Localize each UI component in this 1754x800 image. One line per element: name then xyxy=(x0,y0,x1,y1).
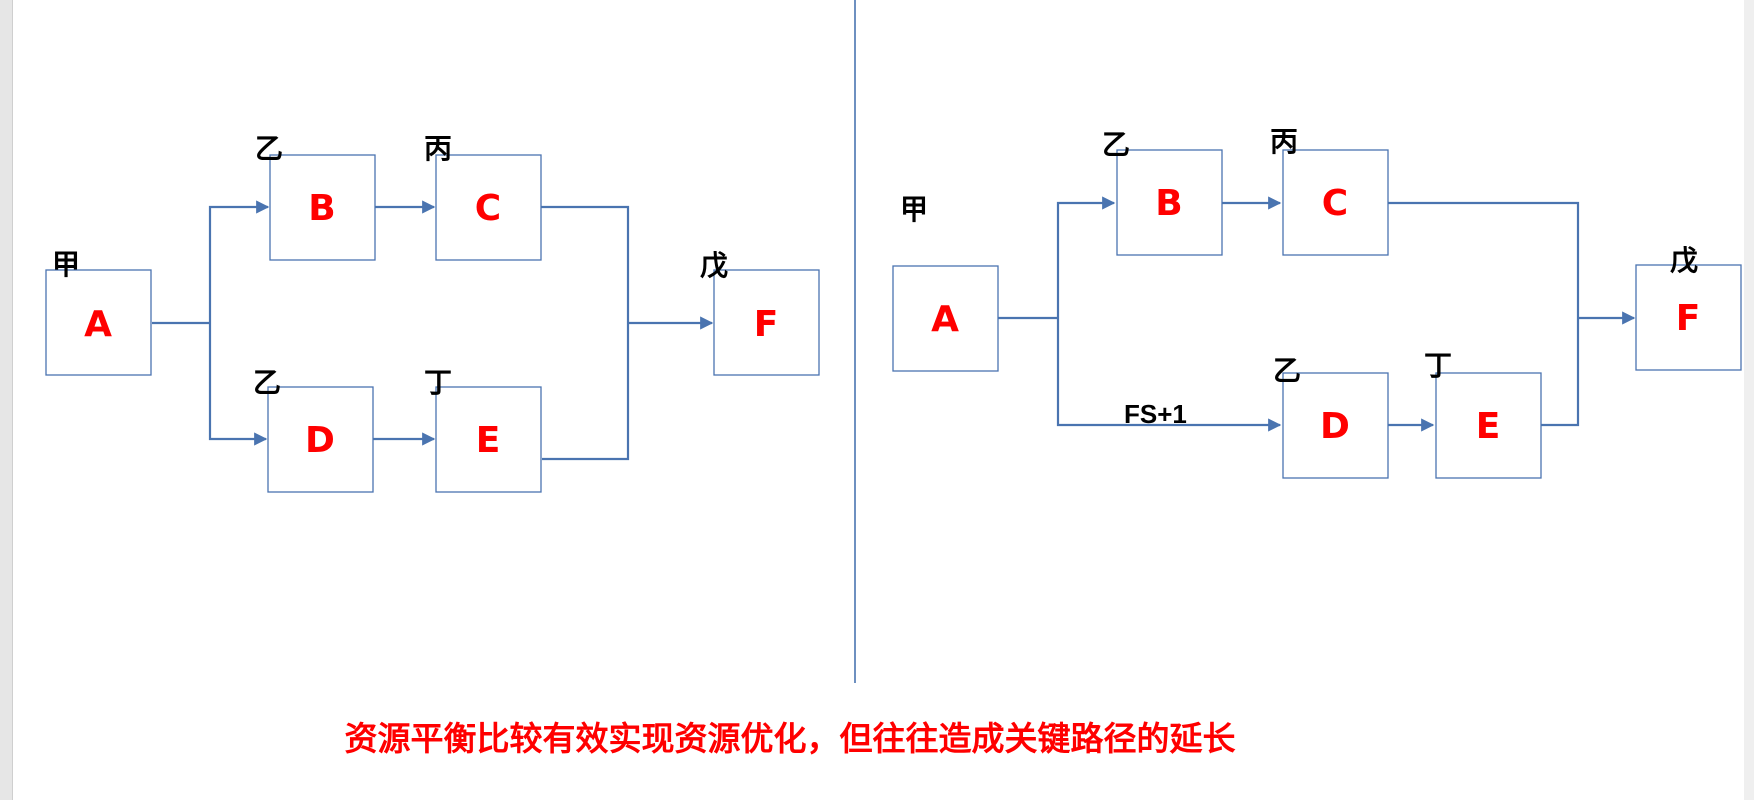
right-node-c-label: C xyxy=(1322,183,1348,224)
right-node-c-resource: 丙 xyxy=(1270,125,1298,158)
right-node-d-box xyxy=(1282,372,1389,479)
right-node-e-resource: 丁 xyxy=(1424,349,1452,382)
r-connector-a-d xyxy=(1056,318,1282,432)
right-node-f-resource: 戊 xyxy=(1670,244,1698,277)
right-node-e-box xyxy=(1435,372,1542,479)
left-node-c-box xyxy=(435,154,542,261)
right-node-f-label: F xyxy=(1676,298,1701,339)
left-node-f-resource: 戊 xyxy=(700,249,728,282)
left-node-f-box xyxy=(713,269,820,376)
left-diagram: A 甲 B 乙 C 丙 D 乙 E 丁 F 戊 xyxy=(45,132,820,493)
left-node-b-resource: 乙 xyxy=(255,132,283,165)
right-node-e-label: E xyxy=(1476,406,1501,447)
left-node-a-resource: 甲 xyxy=(52,248,80,281)
right-node-b-box xyxy=(1116,149,1223,256)
right-diagram: FS+1 A 甲 B 乙 C 丙 D 乙 E 丁 F 戊 xyxy=(892,125,1742,479)
left-node-d-resource: 乙 xyxy=(253,366,281,399)
right-node-c-box xyxy=(1282,149,1389,256)
left-node-a-label: A xyxy=(84,304,112,345)
left-edge-strip xyxy=(0,0,13,800)
left-node-e-resource: 丁 xyxy=(424,366,452,399)
right-node-d-label: D xyxy=(1320,406,1350,447)
right-node-a-label: A xyxy=(931,299,959,340)
left-node-b-box xyxy=(269,154,376,261)
left-node-c-resource: 丙 xyxy=(424,132,452,165)
connector-c-e-merge xyxy=(540,205,630,461)
lag-label: FS+1 xyxy=(1124,399,1187,429)
right-node-f-box xyxy=(1635,264,1742,371)
right-node-d-resource: 乙 xyxy=(1273,354,1301,387)
left-node-f-label: F xyxy=(754,304,779,345)
connector-a-d xyxy=(208,323,268,446)
left-node-c-label: C xyxy=(475,188,501,229)
left-node-e-box xyxy=(435,386,542,493)
right-node-a-resource: 甲 xyxy=(900,193,928,226)
r-connector-c-e-merge xyxy=(1388,201,1580,427)
left-node-d-box xyxy=(267,386,374,493)
left-node-e-label: E xyxy=(476,420,501,461)
left-node-d-label: D xyxy=(305,420,335,461)
r-connector-a-b xyxy=(1056,196,1116,318)
right-edge-strip xyxy=(1744,0,1754,800)
right-node-b-resource: 乙 xyxy=(1102,128,1130,161)
right-node-a-box xyxy=(892,265,999,372)
left-node-b-label: B xyxy=(308,188,335,229)
caption-text: 资源平衡比较有效实现资源优化，但往往造成关键路径的延长 xyxy=(344,719,1236,758)
right-node-b-label: B xyxy=(1155,183,1182,224)
connector-a-b xyxy=(208,200,270,323)
left-node-a-box xyxy=(45,269,152,376)
